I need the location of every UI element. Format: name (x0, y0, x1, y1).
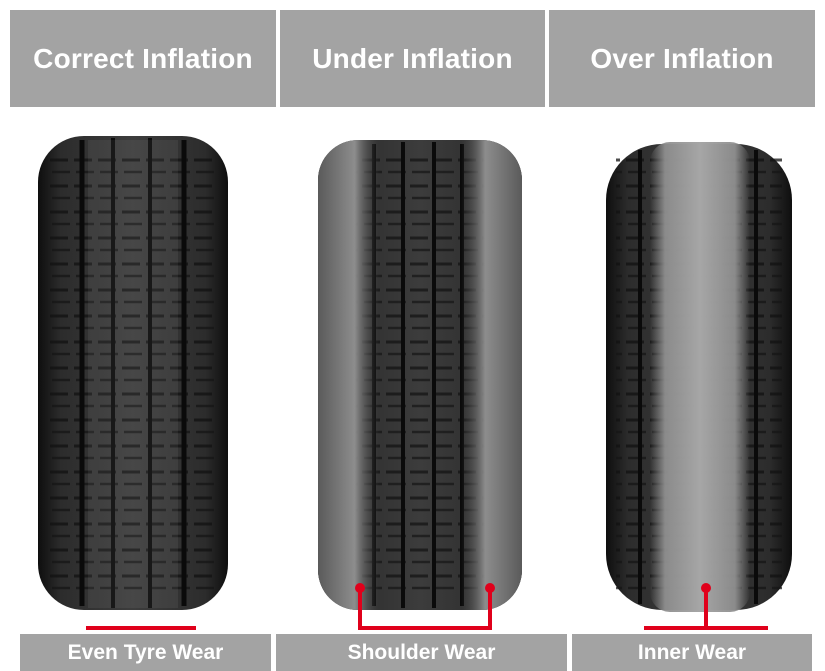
wear-markers (86, 583, 768, 630)
tread-highlight (88, 140, 178, 608)
tyre-correct-inflation (38, 136, 228, 610)
footer-shoulder-wear: Shoulder Wear (276, 634, 567, 671)
footer-bar: Even Tyre Wear Shoulder Wear Inner Wear (0, 634, 825, 671)
tyre-over-inflation (606, 142, 792, 612)
shoulder-wear-bracket (358, 588, 492, 630)
header-over-inflation: Over Inflation (549, 10, 815, 107)
shoulder-wear-shading (318, 140, 522, 610)
center-wear-shading (650, 142, 750, 612)
header-under-inflation: Under Inflation (280, 10, 545, 107)
tyre-under-inflation (318, 140, 522, 610)
footer-inner-wear: Inner Wear (572, 634, 812, 671)
tread-pattern (48, 150, 218, 596)
footer-even-tyre-wear: Even Tyre Wear (20, 634, 271, 671)
header-bar: Correct Inflation Under Inflation Over I… (10, 10, 815, 107)
header-correct-inflation: Correct Inflation (10, 10, 276, 107)
